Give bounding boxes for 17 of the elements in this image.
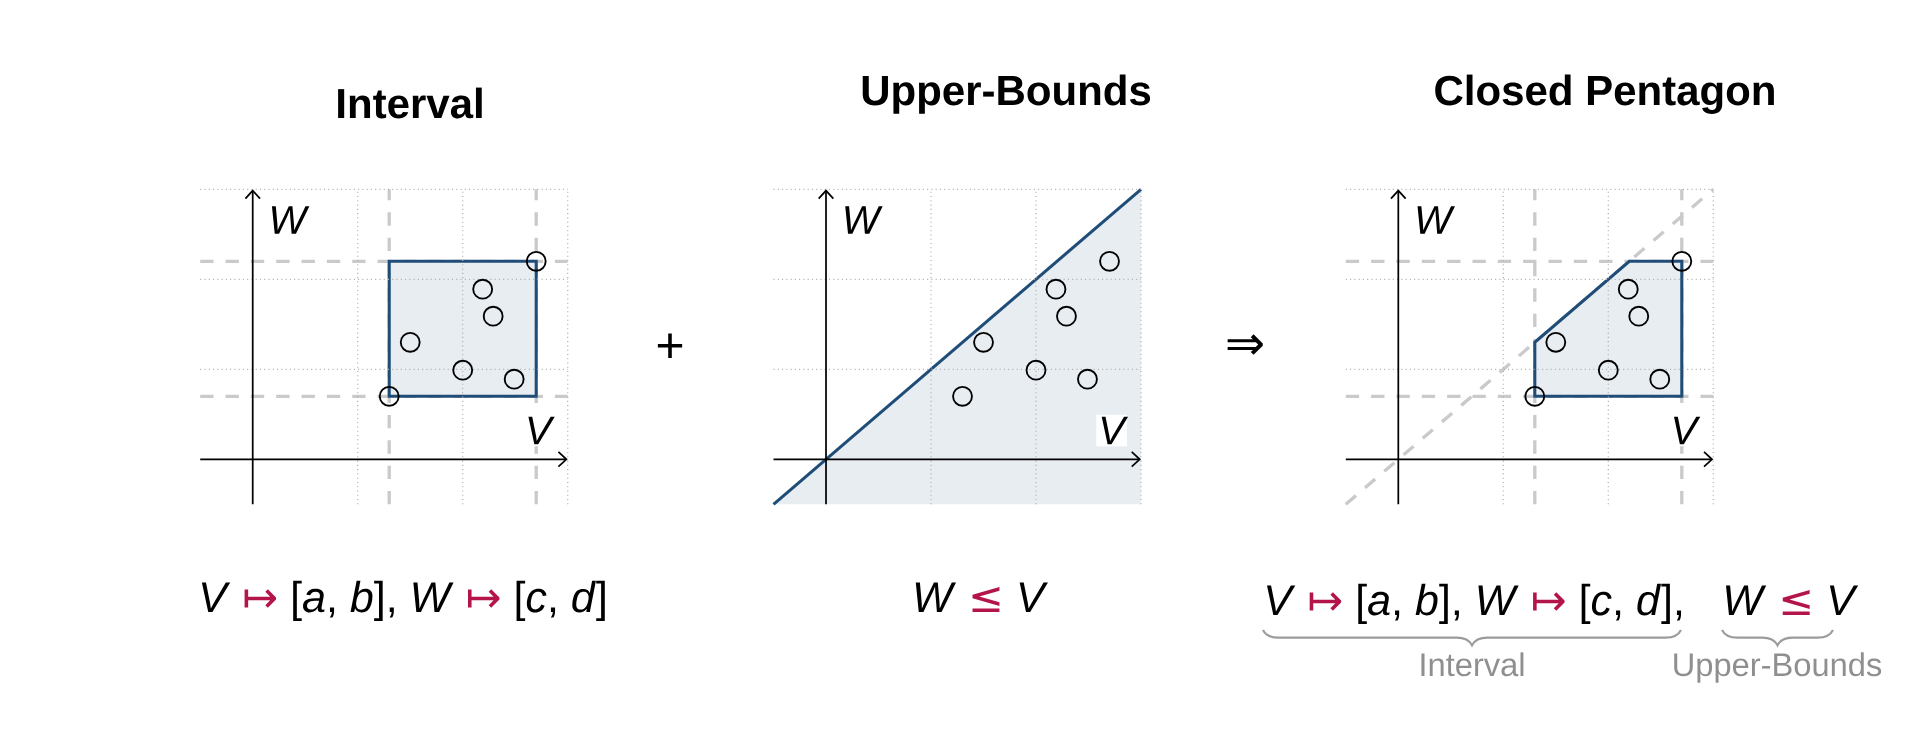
panel-title: Closed Pentagon [1435, 74, 1774, 114]
brace-label: Upper-Bounds [1674, 652, 1882, 683]
formula: V ↦ [a, b], W ↦ [c, d], [1267, 583, 1682, 624]
formula: W ≤ V [915, 582, 1048, 612]
plus-sign: + [657, 333, 683, 359]
panel-title: Upper-Bounds [862, 74, 1151, 114]
axis-label: W [1412, 204, 1455, 236]
axis-label: V [1668, 414, 1701, 447]
axis-label: V [1096, 414, 1129, 447]
formula: W ≤ V [1726, 585, 1859, 615]
axis-label: V [523, 414, 555, 447]
panel-title: Interval [338, 87, 482, 119]
brace-label: Interval [1421, 652, 1524, 677]
axis-label: W [839, 204, 883, 236]
formula: V ↦ [a, b], W ↦ [c, d] [201, 580, 605, 621]
axis-label: W [266, 204, 310, 236]
implication-sign: ⇒ [1227, 334, 1263, 355]
